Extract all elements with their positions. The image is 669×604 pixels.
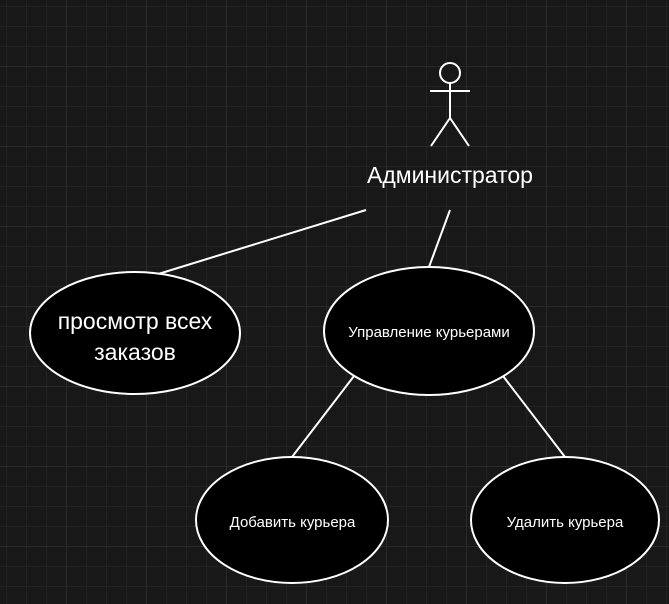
use-case-delete-courier-shape[interactable] [470, 456, 660, 584]
actor-stick-figure[interactable] [430, 62, 470, 147]
use-case-view-orders-shape[interactable] [29, 271, 241, 395]
actor-name-label: Администратор [367, 162, 533, 188]
link-manage-to-delete[interactable] [502, 375, 566, 458]
association-actor-manage-couriers[interactable] [428, 209, 451, 268]
use-case-manage-couriers-shape[interactable] [323, 266, 535, 396]
use-case-view-orders-label: просмотр всех заказов [57, 308, 213, 365]
link-manage-to-add[interactable] [291, 375, 355, 458]
use-case-add-courier-shape[interactable] [195, 456, 389, 584]
use-case-add-courier-label: Добавить курьера [229, 514, 356, 531]
actor-head [439, 62, 461, 84]
use-case-delete-courier-label: Удалить курьера [506, 514, 624, 531]
use-case-manage-couriers-label: Управление курьерами [348, 324, 510, 341]
association-actor-view-orders[interactable] [154, 209, 367, 276]
